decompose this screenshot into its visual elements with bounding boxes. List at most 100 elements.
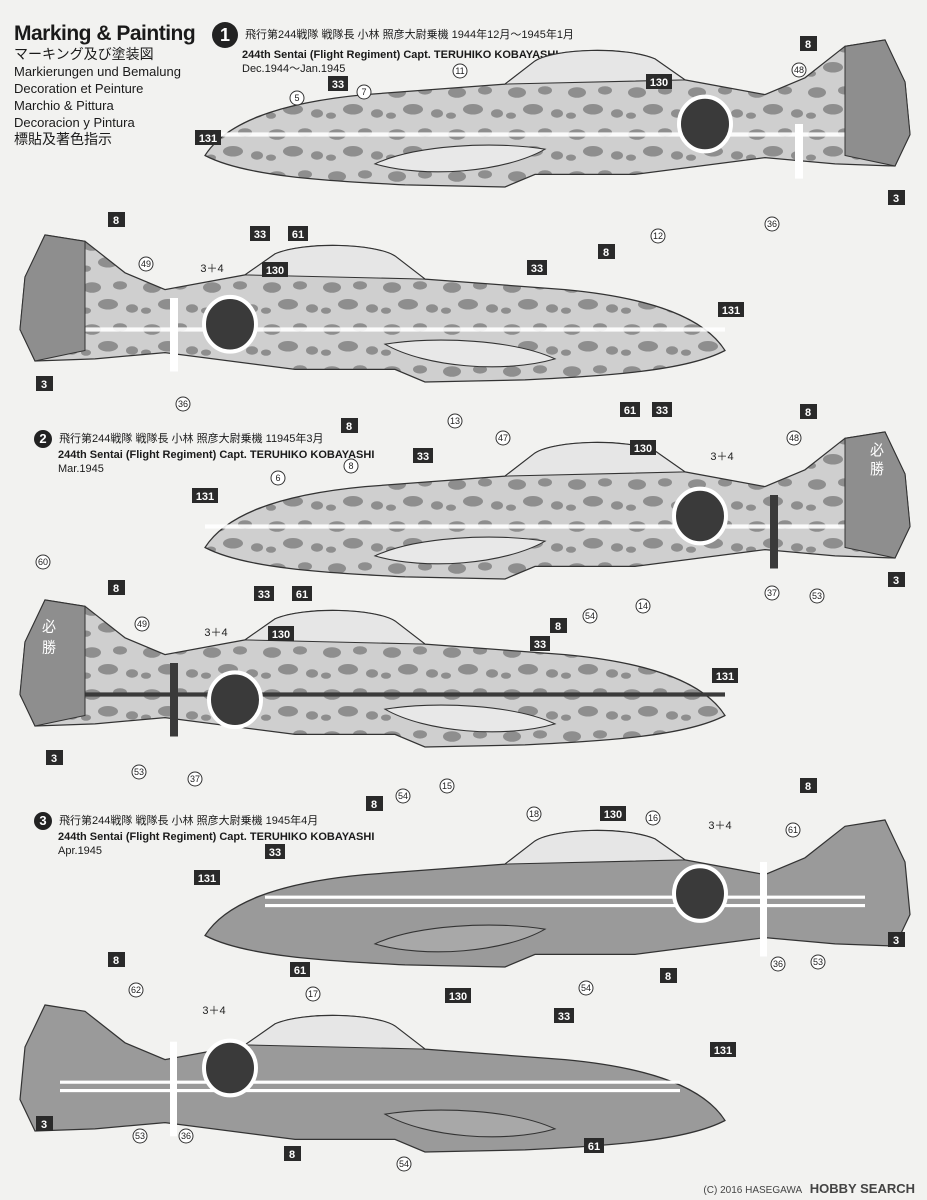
- label-circle: 12: [653, 231, 663, 241]
- title-block: Marking & Painting マーキング及び塗装図 Markierung…: [14, 22, 196, 148]
- plate-6-callouts: 8 3 130 131 33 61 8 62 3＋4 17 53 36 54: [36, 952, 736, 1172]
- label-circle: 36: [181, 1131, 191, 1141]
- label-box: 33: [254, 229, 266, 241]
- label-circle: 6: [275, 473, 280, 483]
- label-circle: 54: [399, 1159, 409, 1169]
- plate-5: [204, 819, 911, 968]
- label-box: 131: [199, 133, 217, 145]
- subtitle-it: Marchio & Pittura: [14, 98, 114, 113]
- label-text: 3＋4: [200, 263, 223, 275]
- version-jp: 飛行第244戦隊 戦隊長 小林 照彦大尉乗機 11945年3月: [59, 432, 324, 445]
- label-circle: 7: [361, 87, 366, 97]
- label-box: 3: [41, 379, 47, 391]
- label-circle: 8: [348, 461, 353, 471]
- label-box: 3: [893, 193, 899, 205]
- label-circle: 16: [648, 813, 658, 823]
- version-en: 244th Sentai (Flight Regiment) Capt. TER…: [58, 831, 375, 843]
- label-box: 8: [113, 583, 119, 595]
- label-box: 33: [656, 405, 668, 417]
- version-en: 244th Sentai (Flight Regiment) Capt. TER…: [242, 49, 559, 61]
- label-box: 61: [588, 1141, 600, 1153]
- version-date: Apr.1945: [58, 845, 103, 857]
- label-box: 8: [371, 799, 377, 811]
- label-circle: 53: [812, 591, 822, 601]
- label-box: 130: [634, 443, 652, 455]
- label-circle: 5: [294, 93, 299, 103]
- label-box: 33: [269, 847, 281, 859]
- label-box: 131: [714, 1045, 732, 1057]
- label-circle: 49: [141, 259, 151, 269]
- label-circle: 53: [135, 1131, 145, 1141]
- label-box: 8: [665, 971, 671, 983]
- label-box: 33: [534, 639, 546, 651]
- version-en: 244th Sentai (Flight Regiment) Capt. TER…: [58, 449, 375, 461]
- tail-kanji-2: 勝: [42, 639, 56, 656]
- label-box: 8: [555, 621, 561, 633]
- plate-3: 必 勝: [204, 431, 911, 580]
- label-circle: 48: [789, 433, 799, 443]
- tail-kanji-1: 必: [42, 618, 56, 635]
- label-circle: 61: [788, 825, 798, 835]
- plate-3-callouts: 8 3 130 131 33 33 61 8 6 8 47 3＋4 48 37 …: [192, 404, 905, 633]
- subtitle-cn: 標貼及著色指示: [14, 131, 112, 147]
- watermark-site: HOBBY SEARCH: [809, 1181, 915, 1196]
- footer-watermark: (C) 2016 HASEGAWA HOBBY SEARCH: [703, 1181, 915, 1196]
- label-box: 130: [449, 991, 467, 1003]
- label-box: 33: [558, 1011, 570, 1023]
- label-box: 8: [346, 421, 352, 433]
- label-circle: 13: [450, 416, 460, 426]
- label-circle: 54: [585, 611, 595, 621]
- label-circle: 54: [398, 791, 408, 801]
- plate-2-callouts: 8 3 130 131 33 33 61 8 49 3＋4 36 13: [36, 212, 744, 433]
- plate-1-callouts: 8 3 130 131 33 33 61 8 5 7 11 48 12 36: [195, 36, 905, 259]
- plate-6: [19, 1004, 726, 1153]
- label-box: 33: [531, 263, 543, 275]
- label-box: 131: [198, 873, 216, 885]
- label-box: 33: [258, 589, 270, 601]
- label-circle: 62: [131, 985, 141, 995]
- label-box: 8: [805, 407, 811, 419]
- label-box: 61: [624, 405, 636, 417]
- label-text: 3＋4: [204, 627, 227, 639]
- version-3-caption: 3 飛行第244戦隊 戦隊長 小林 照彦大尉乗機 1945年4月 244th S…: [34, 812, 374, 858]
- copyright-mark: (C) 2016 HASEGAWA: [703, 1185, 803, 1196]
- label-box: 8: [113, 955, 119, 967]
- label-circle: 18: [529, 809, 539, 819]
- label-circle: 37: [190, 774, 200, 784]
- subtitle-jp: マーキング及び塗装図: [14, 46, 154, 62]
- version-jp: 飛行第244戦隊 戦隊長 小林 照彦大尉乗機 1945年4月: [59, 814, 319, 827]
- label-circle: 54: [581, 983, 591, 993]
- label-box: 130: [266, 265, 284, 277]
- label-circle: 47: [498, 433, 508, 443]
- label-box: 131: [722, 305, 740, 317]
- plate-2: [19, 234, 726, 383]
- label-circle: 15: [442, 781, 452, 791]
- version-number: 2: [34, 430, 52, 448]
- version-date: Mar.1945: [58, 463, 104, 475]
- tail-kanji-2: 勝: [870, 461, 884, 478]
- label-text: 3＋4: [708, 820, 731, 832]
- label-circle: 53: [134, 767, 144, 777]
- label-circle: 60: [38, 557, 48, 567]
- version-date: Dec.1944～Jan.1945: [242, 63, 346, 75]
- label-box: 130: [650, 77, 668, 89]
- tail-kanji-1: 必: [870, 442, 884, 459]
- label-circle: 37: [767, 588, 777, 598]
- version-jp: 飛行第244戦隊 戦隊長 小林 照彦大尉乗機 1944年12月～1945年1月: [245, 28, 574, 41]
- label-box: 8: [805, 781, 811, 793]
- label-circle: 17: [308, 989, 318, 999]
- plate-1: [204, 39, 911, 188]
- label-box: 8: [113, 215, 119, 227]
- label-box: 3: [893, 935, 899, 947]
- label-box: 61: [292, 229, 304, 241]
- label-circle: 48: [794, 65, 804, 75]
- label-box: 33: [332, 79, 344, 91]
- label-box: 8: [805, 39, 811, 51]
- label-box: 130: [604, 809, 622, 821]
- label-circle: 36: [773, 959, 783, 969]
- label-box: 8: [289, 1149, 295, 1161]
- label-text: 3＋4: [202, 1005, 225, 1017]
- label-box: 131: [196, 491, 214, 503]
- version-2-caption: 2 飛行第244戦隊 戦隊長 小林 照彦大尉乗機 11945年3月 244th …: [34, 430, 374, 476]
- subtitle-es: Decoracion y Pintura: [14, 115, 135, 130]
